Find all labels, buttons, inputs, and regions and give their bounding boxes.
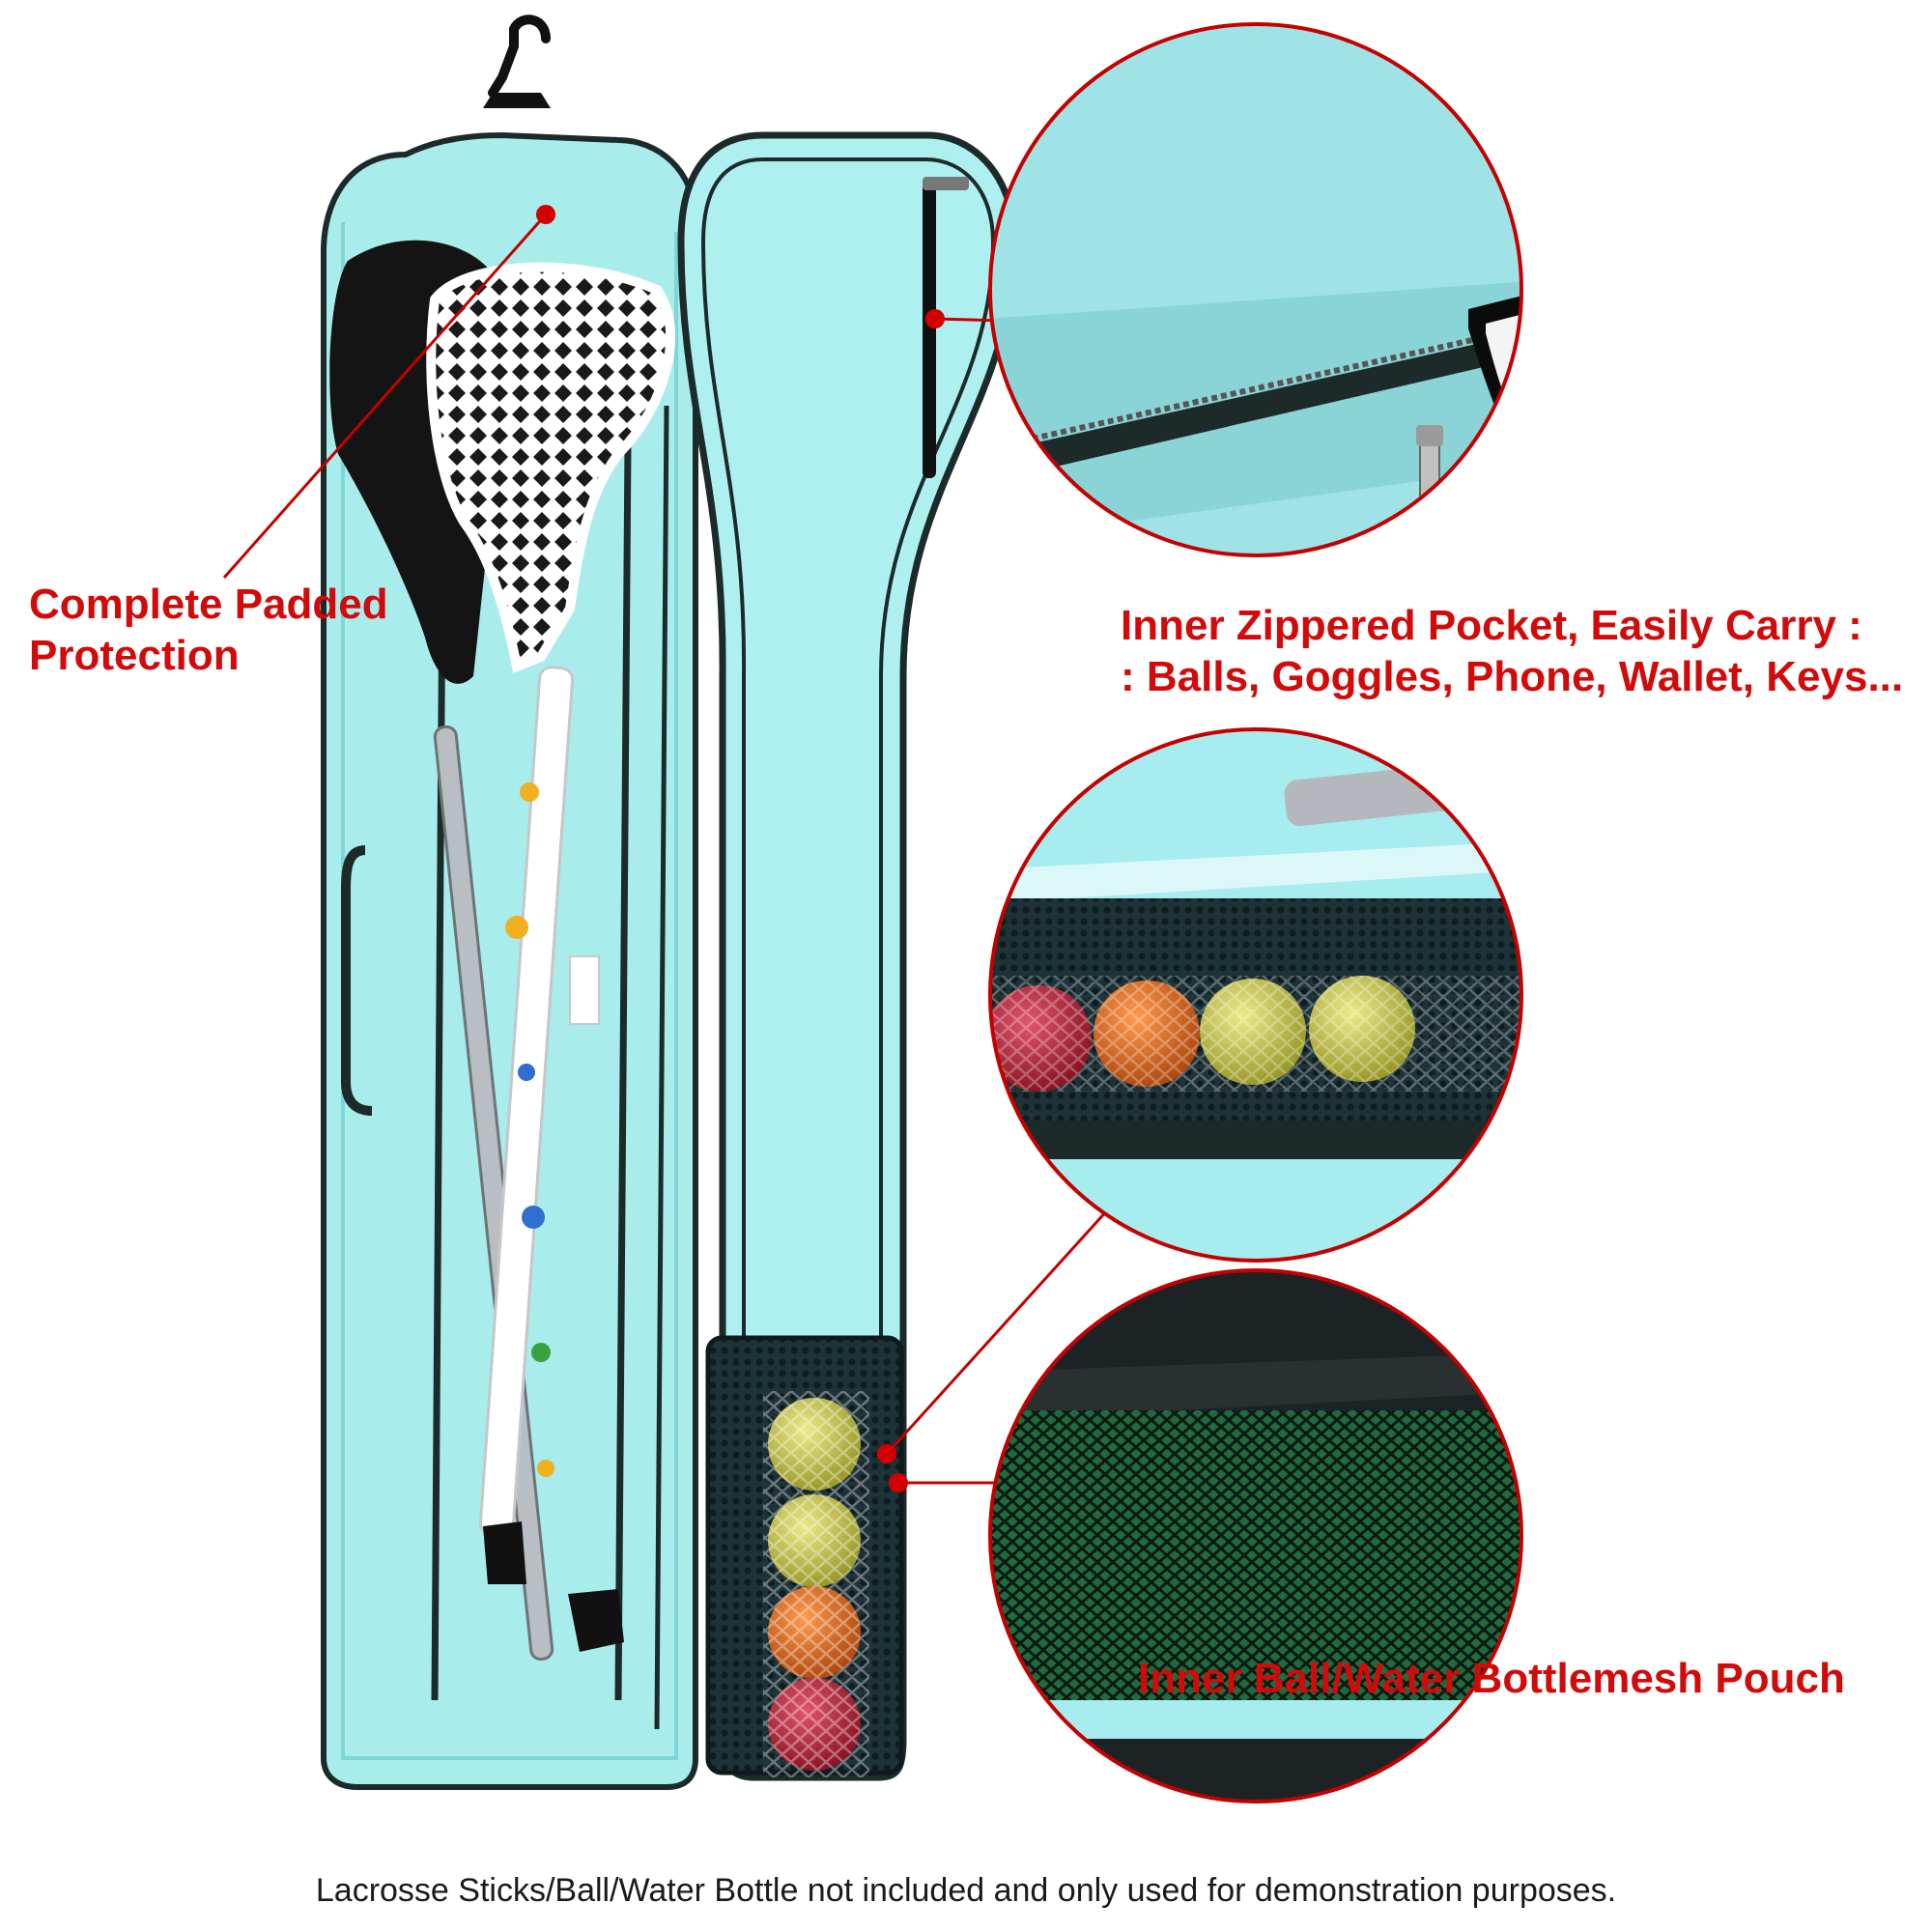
- bottle-label: 20oz: [1604, 1575, 1628, 1621]
- padded-label-line1: Complete Padded: [29, 581, 388, 628]
- callout-dot-mesh-2: [889, 1473, 908, 1492]
- callout-circle-pocket: [988, 22, 1523, 557]
- callout-dot-pocket: [925, 309, 945, 328]
- padded-label-line2: Protection: [29, 631, 240, 679]
- callout-label-padded-protection: Complete Padded Protection: [29, 580, 388, 682]
- lacrosse-ball-icon: [763, 1391, 869, 1777]
- bag-right-half: [677, 131, 1018, 1781]
- callout-dot-mesh-1: [877, 1444, 896, 1463]
- callout-circle-bottle: 20oz: [988, 1268, 1628, 1804]
- zipper-pull-icon: [923, 177, 969, 190]
- pocket-label-line2: : Balls, Goggles, Phone, Wallet, Keys...: [1121, 652, 1904, 700]
- hanger-hook-icon: [483, 14, 551, 108]
- disclaimer-text: Lacrosse Sticks/Ball/Water Bottle not in…: [315, 1872, 1617, 1909]
- callout-label-inner-pocket: Inner Zippered Pocket, Easily Carry : : …: [1121, 601, 1903, 703]
- callout-dot-padded: [536, 205, 555, 224]
- pocket-label-line1: Inner Zippered Pocket, Easily Carry :: [1121, 602, 1862, 649]
- mesh-label-text: Inner Ball/Water Bottlemesh Pouch: [1138, 1655, 1845, 1702]
- callout-label-mesh-pouch: Inner Ball/Water Bottlemesh Pouch: [1138, 1654, 1845, 1705]
- lacrosse-stick-icon: [329, 240, 676, 1662]
- callout-circle-balls: [988, 727, 1523, 1263]
